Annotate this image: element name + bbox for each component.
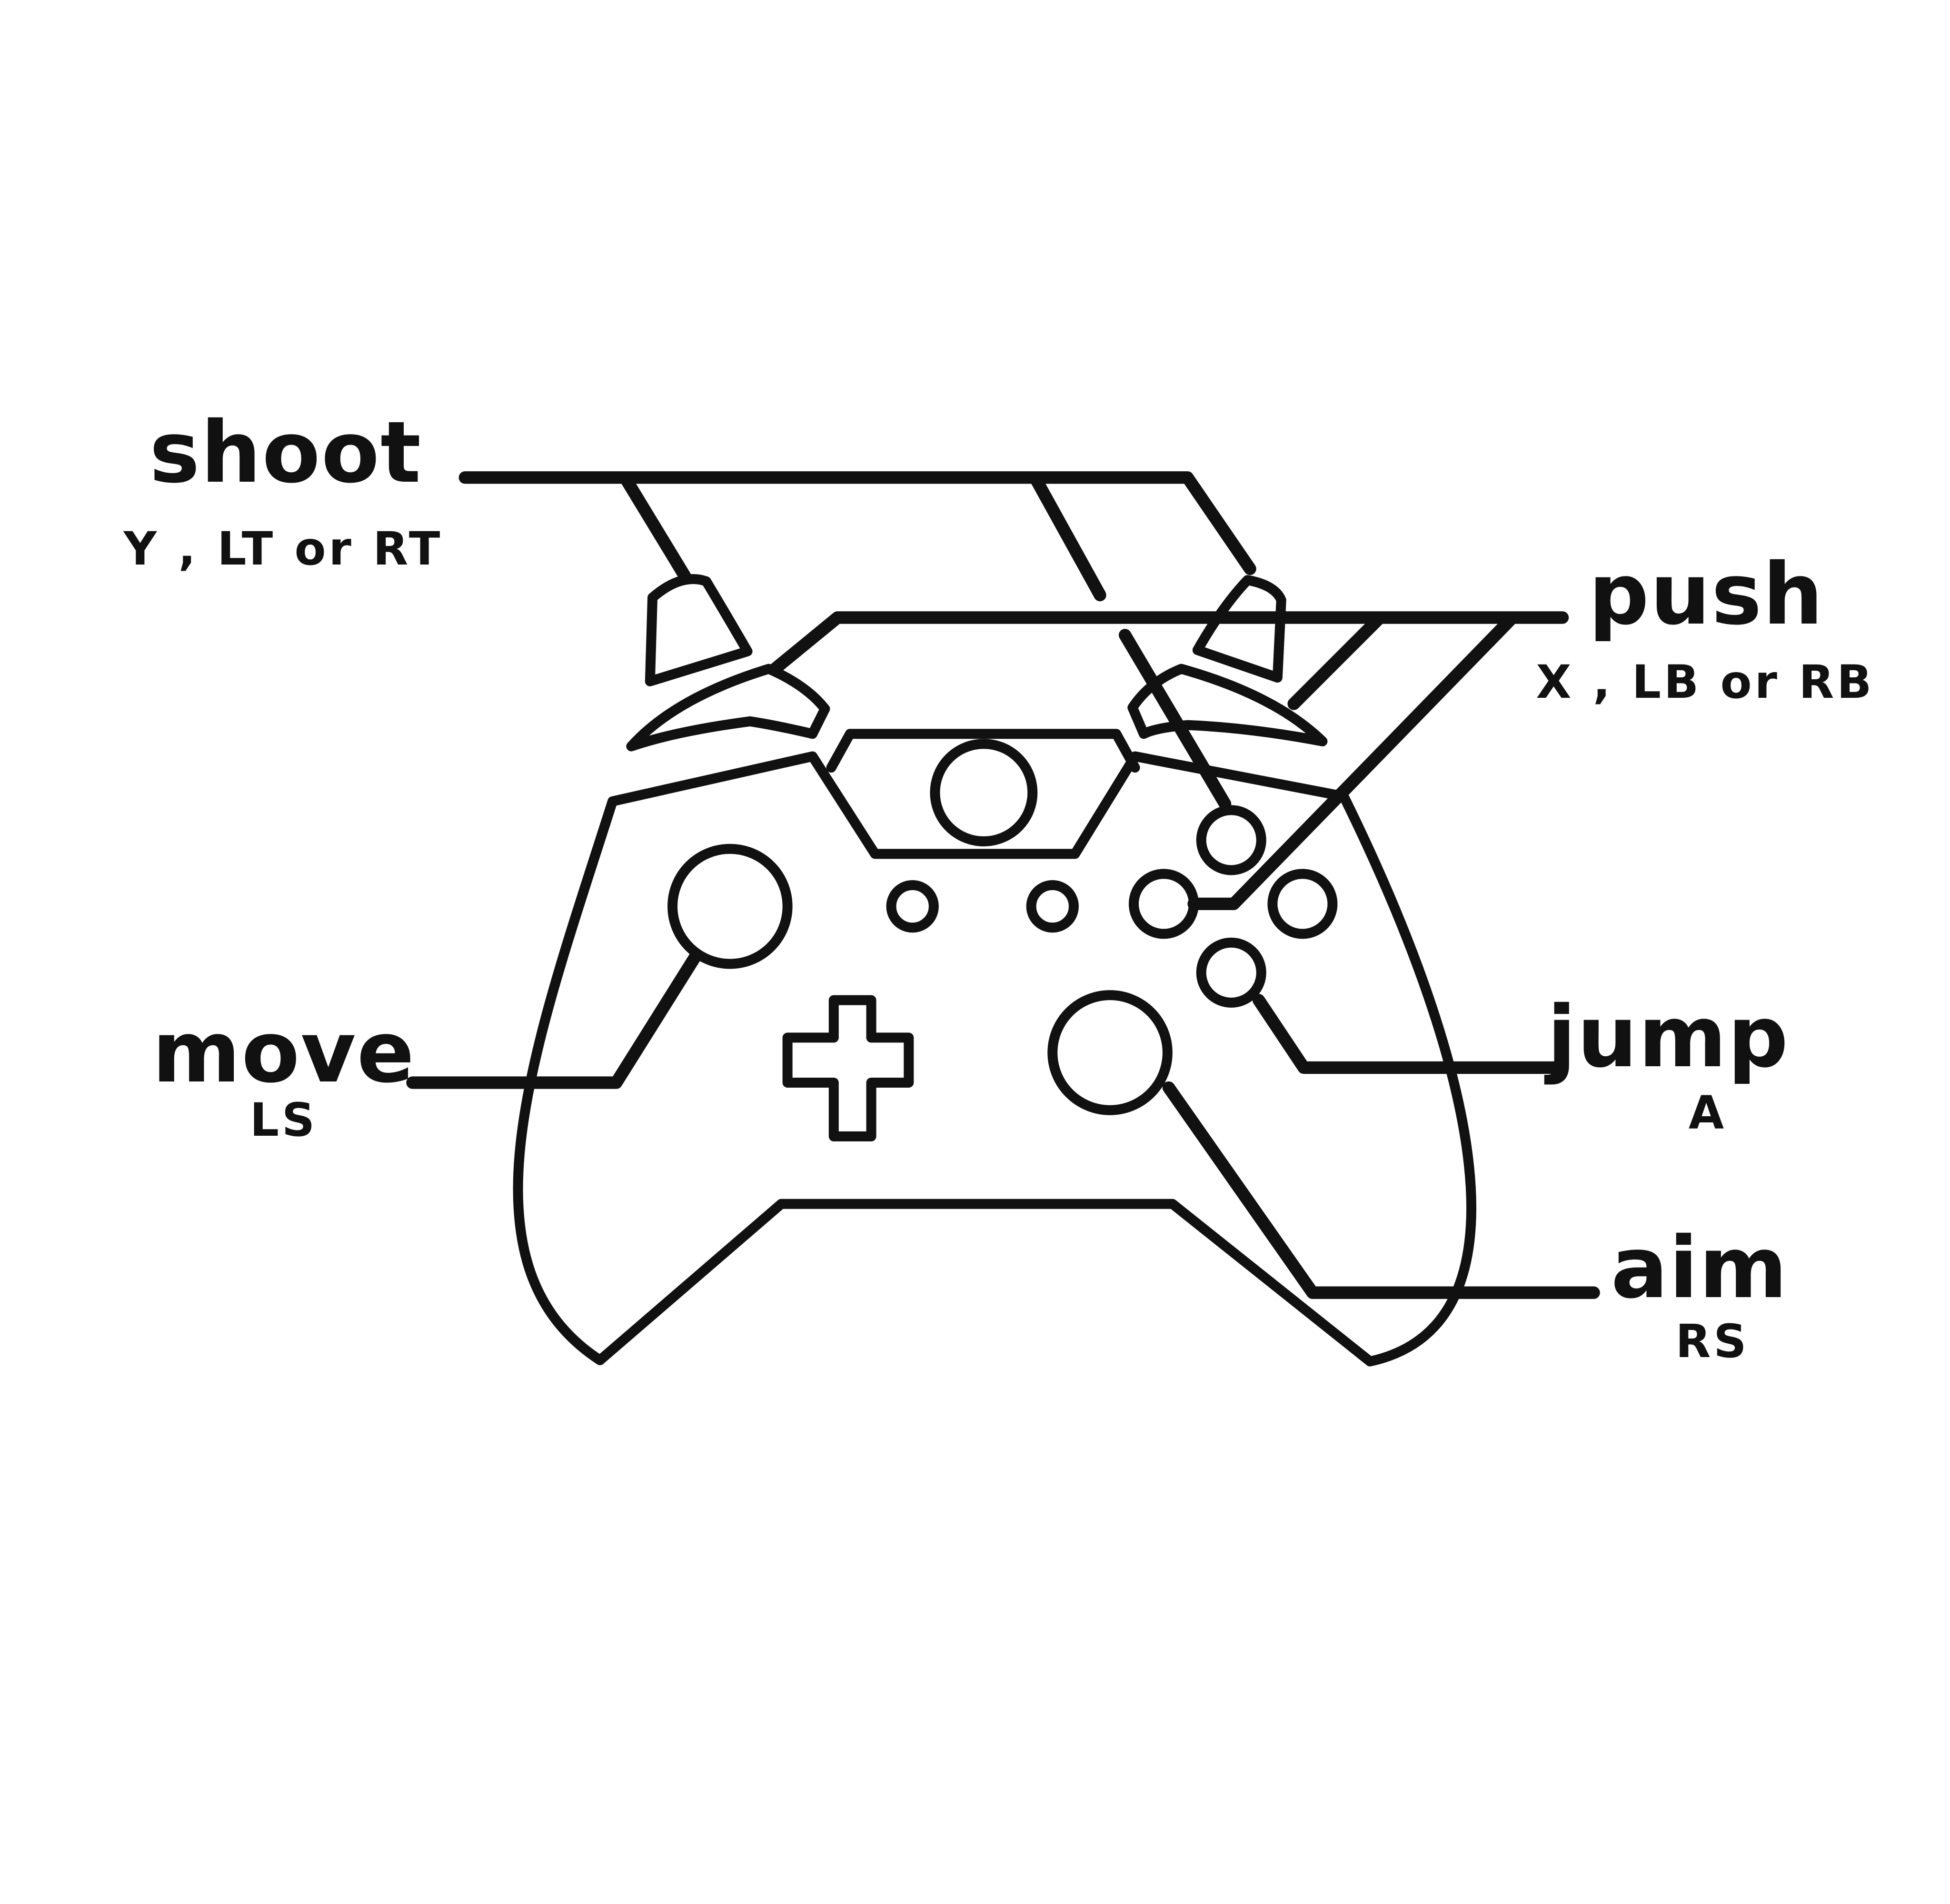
right-stick[interactable]	[1047, 990, 1173, 1115]
b-button[interactable]	[1267, 869, 1338, 939]
right-trigger	[1192, 575, 1286, 683]
shoot-binding-label: Y , LT or RT	[123, 522, 443, 575]
jump-action-label: jump	[1547, 988, 1790, 1086]
left-stick[interactable]	[667, 843, 793, 969]
push-binding-label: X , LB or RB	[1536, 655, 1875, 709]
left-bumper	[626, 664, 830, 752]
jump-leader-line	[1252, 993, 1562, 1074]
left-trigger	[645, 574, 753, 686]
push-leader-line	[768, 611, 1569, 911]
push-action-label: push	[1588, 545, 1824, 644]
jump-binding-label: A	[1688, 1086, 1727, 1140]
aim-action-label: aim	[1611, 1219, 1789, 1317]
d-pad[interactable]	[782, 995, 914, 1141]
move-action-label: move	[152, 1003, 416, 1101]
shoot-action-label: shoot	[149, 403, 422, 502]
move-leader-line	[406, 949, 703, 1089]
menu-button[interactable]	[1026, 880, 1079, 933]
aim-leader-line	[1162, 1081, 1600, 1299]
guide-button[interactable]	[930, 739, 1038, 847]
shoot-leader-line	[458, 471, 1256, 810]
a-button[interactable]	[1196, 937, 1266, 1008]
aim-binding-label: RS	[1675, 1315, 1750, 1368]
move-binding-label: LS	[249, 1093, 318, 1147]
view-button[interactable]	[886, 880, 939, 933]
x-button[interactable]	[1128, 869, 1199, 939]
y-button[interactable]	[1196, 805, 1266, 875]
controller-body	[513, 751, 1477, 1367]
controller-top-guard	[826, 729, 1140, 773]
